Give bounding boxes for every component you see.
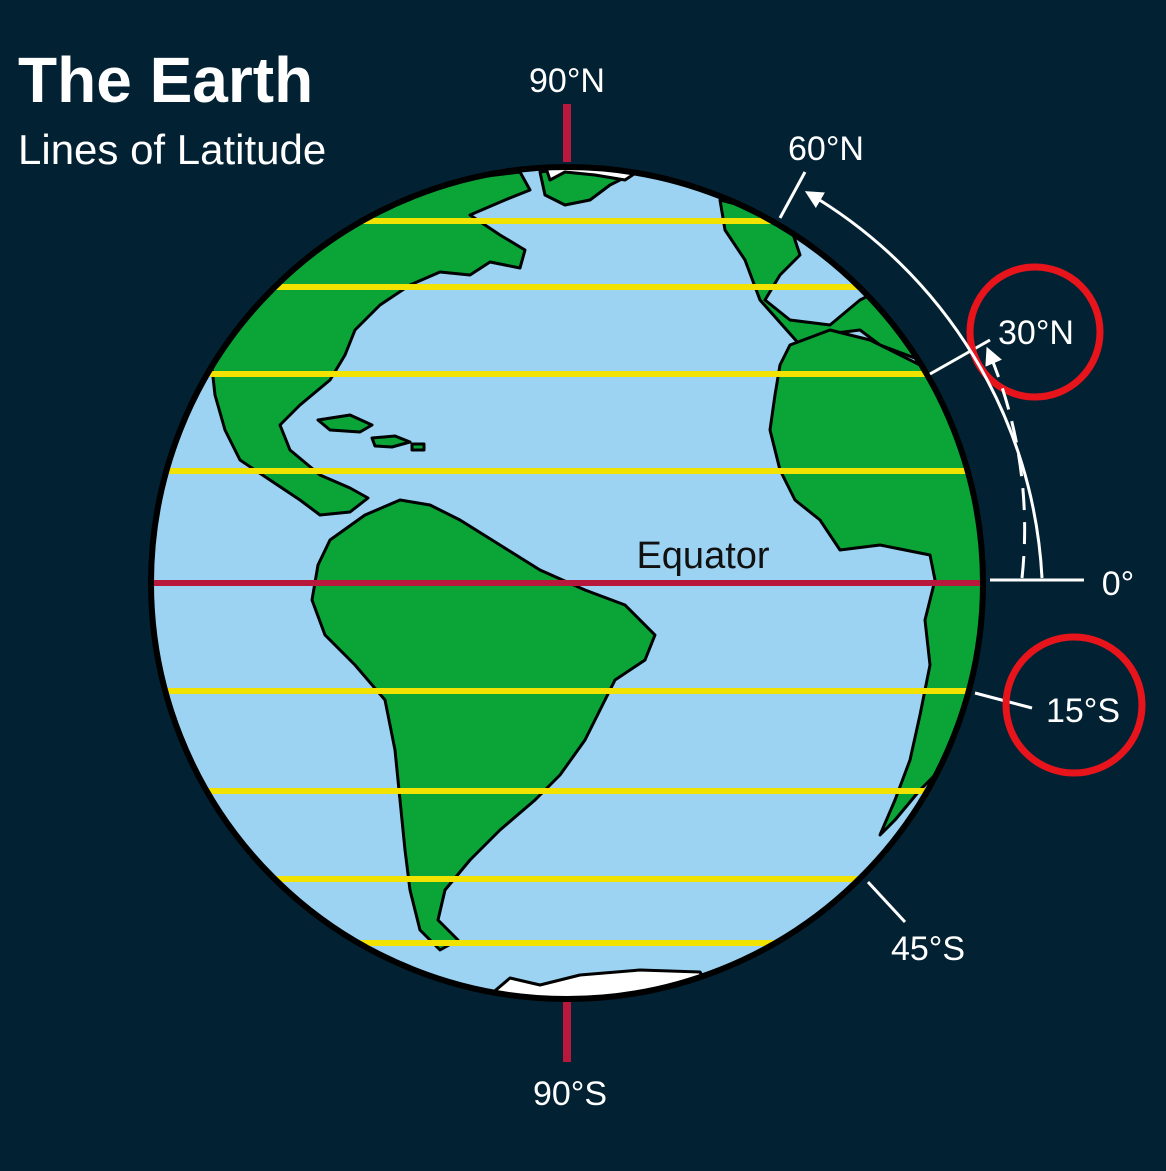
globe-outline	[148, 164, 986, 1002]
antarctic-ice	[478, 968, 722, 999]
highlight-circle-30n	[966, 263, 1104, 401]
label-15s: 15°S	[1046, 692, 1120, 730]
label-0: 0°	[1102, 565, 1135, 603]
leader-45s	[866, 880, 907, 924]
page-subtitle: Lines of Latitude	[18, 126, 326, 173]
highlight-circle-15s	[1002, 633, 1146, 777]
south-pole-label: 90°S	[533, 1075, 607, 1113]
page-title: The Earth	[18, 44, 313, 116]
north-pole-label: 90°N	[529, 62, 605, 100]
equator-label: Equator	[636, 535, 769, 577]
label-60n: 60°N	[788, 130, 864, 168]
dashed-curved-arrow-icon	[985, 346, 1027, 579]
leader-60n	[778, 171, 807, 219]
globe	[148, 164, 986, 1002]
label-30n: 30°N	[998, 314, 1074, 352]
caribbean-islands	[316, 413, 426, 452]
label-45s: 45°S	[891, 930, 965, 968]
south-america-landmass	[310, 498, 657, 952]
leader-30n	[929, 338, 991, 376]
curved-arrow-icon	[804, 191, 1044, 579]
